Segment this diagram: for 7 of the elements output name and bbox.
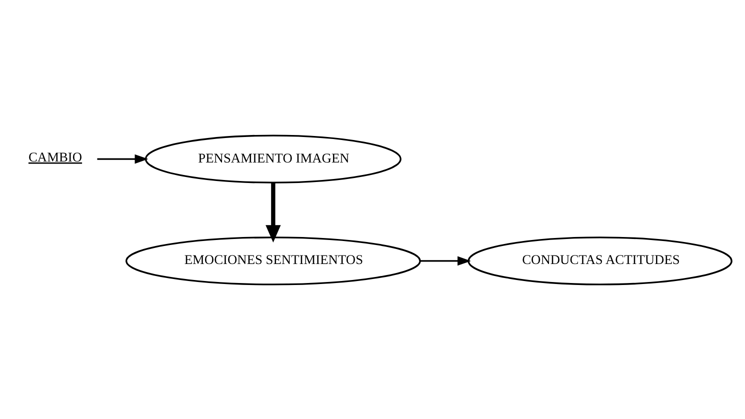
node-ellipse: PENSAMIENTO IMAGEN	[144, 134, 402, 183]
arrow	[266, 182, 281, 242]
node-text: CAMBIO	[28, 148, 82, 164]
arrow	[97, 154, 148, 164]
node-ellipse: CONDUCTAS ACTITUDES	[468, 236, 732, 285]
arrow	[420, 256, 471, 266]
node-ellipse: EMOCIONES SENTIMIENTOS	[126, 236, 421, 285]
